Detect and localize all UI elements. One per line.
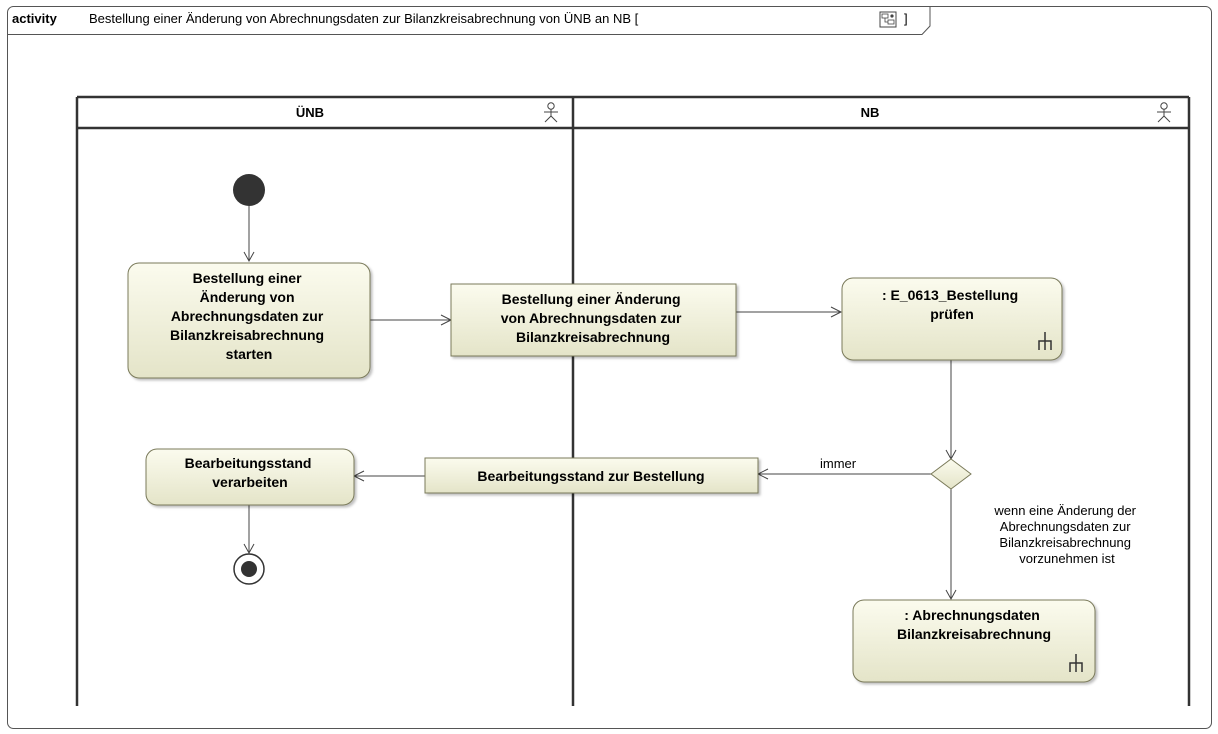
call-behavior-icon xyxy=(1069,654,1083,672)
actor-icon xyxy=(544,102,558,123)
action-billing-data[interactable]: : Abrechnungsdaten Bilanzkreisabrechnung xyxy=(852,599,1096,683)
svg-text:Bestellung einer Änderung: Bestellung einer Änderung von Abrechnung… xyxy=(501,291,686,345)
action-check-order-line: prüfen xyxy=(930,306,974,322)
action-process-status[interactable]: Bearbeitungsstand verarbeiten xyxy=(145,448,355,506)
object-node-order-line: Bilanzkreisabrechnung xyxy=(516,329,670,345)
guard-change-line: Bilanzkreisabrechnung xyxy=(999,535,1131,550)
object-node-order-line: von Abrechnungsdaten zur xyxy=(501,310,682,326)
object-node-status-label: Bearbeitungsstand zur Bestellung xyxy=(477,468,704,484)
control-flows xyxy=(243,206,957,601)
action-billing-data-line: Bilanzkreisabrechnung xyxy=(897,626,1051,642)
action-billing-data-line: : Abrechnungsdaten xyxy=(904,607,1040,623)
action-start-order-line: Bilanzkreisabrechnung xyxy=(170,327,324,343)
object-node-order-line: Bestellung einer Änderung xyxy=(502,291,681,307)
action-check-order-line: : E_0613_Bestellung xyxy=(882,287,1018,303)
frame-title-tab xyxy=(7,6,931,35)
guard-change-line: vorzunehmen ist xyxy=(1019,551,1115,566)
swimlanes xyxy=(75,95,1191,706)
svg-text:: E_0613_Bestellung prüf: : E_0613_Bestellung prüfen xyxy=(882,287,1022,322)
call-behavior-icon xyxy=(1038,332,1052,350)
action-check-order[interactable]: : E_0613_Bestellung prüfen xyxy=(841,277,1063,361)
lane-header-uenb: ÜNB xyxy=(296,105,324,120)
action-process-status-line: Bearbeitungsstand xyxy=(185,455,312,471)
action-start-order-line: Bestellung einer xyxy=(193,270,302,286)
frame-title: Bestellung einer Änderung von Abrechnung… xyxy=(89,11,639,26)
frame-keyword: activity xyxy=(12,11,58,26)
action-start-order-line: starten xyxy=(226,346,273,362)
diagram-frame xyxy=(7,6,1212,729)
svg-text:Bearbeitungsstand verarb: Bearbeitungsstand verarbeiten xyxy=(185,455,316,490)
lane-header-nb: NB xyxy=(861,105,880,120)
object-node-order[interactable]: Bestellung einer Änderung von Abrechnung… xyxy=(450,283,737,357)
action-start-order-line: Abrechnungsdaten zur xyxy=(171,308,324,324)
object-node-status[interactable]: Bearbeitungsstand zur Bestellung xyxy=(424,457,759,494)
svg-text:Bestellung einer Änderun: Bestellung einer Änderung von Abrechnung… xyxy=(170,270,328,362)
decision-node[interactable] xyxy=(930,458,972,490)
initial-node[interactable] xyxy=(233,174,265,206)
svg-text:wenn eine Änderung der Abr: wenn eine Änderung der Abrechnungsdaten … xyxy=(993,503,1139,566)
action-process-status-line: verarbeiten xyxy=(212,474,287,490)
guard-change-line: Abrechnungsdaten zur xyxy=(1000,519,1131,534)
action-start-order-line: Änderung von xyxy=(200,289,295,305)
guard-change-line: wenn eine Änderung der xyxy=(993,503,1136,518)
guard-always: immer xyxy=(820,456,857,471)
frame-title-end: ] xyxy=(904,11,908,26)
actor-icon xyxy=(1157,102,1171,123)
activity-diagram-icon xyxy=(879,11,897,28)
action-start-order[interactable]: Bestellung einer Änderung von Abrechnung… xyxy=(127,262,371,379)
activity-final-node[interactable] xyxy=(233,553,265,585)
svg-text:: Abrechnungsdaten Bilan: : Abrechnungsdaten Bilanzkreisabrechnung xyxy=(897,607,1051,642)
